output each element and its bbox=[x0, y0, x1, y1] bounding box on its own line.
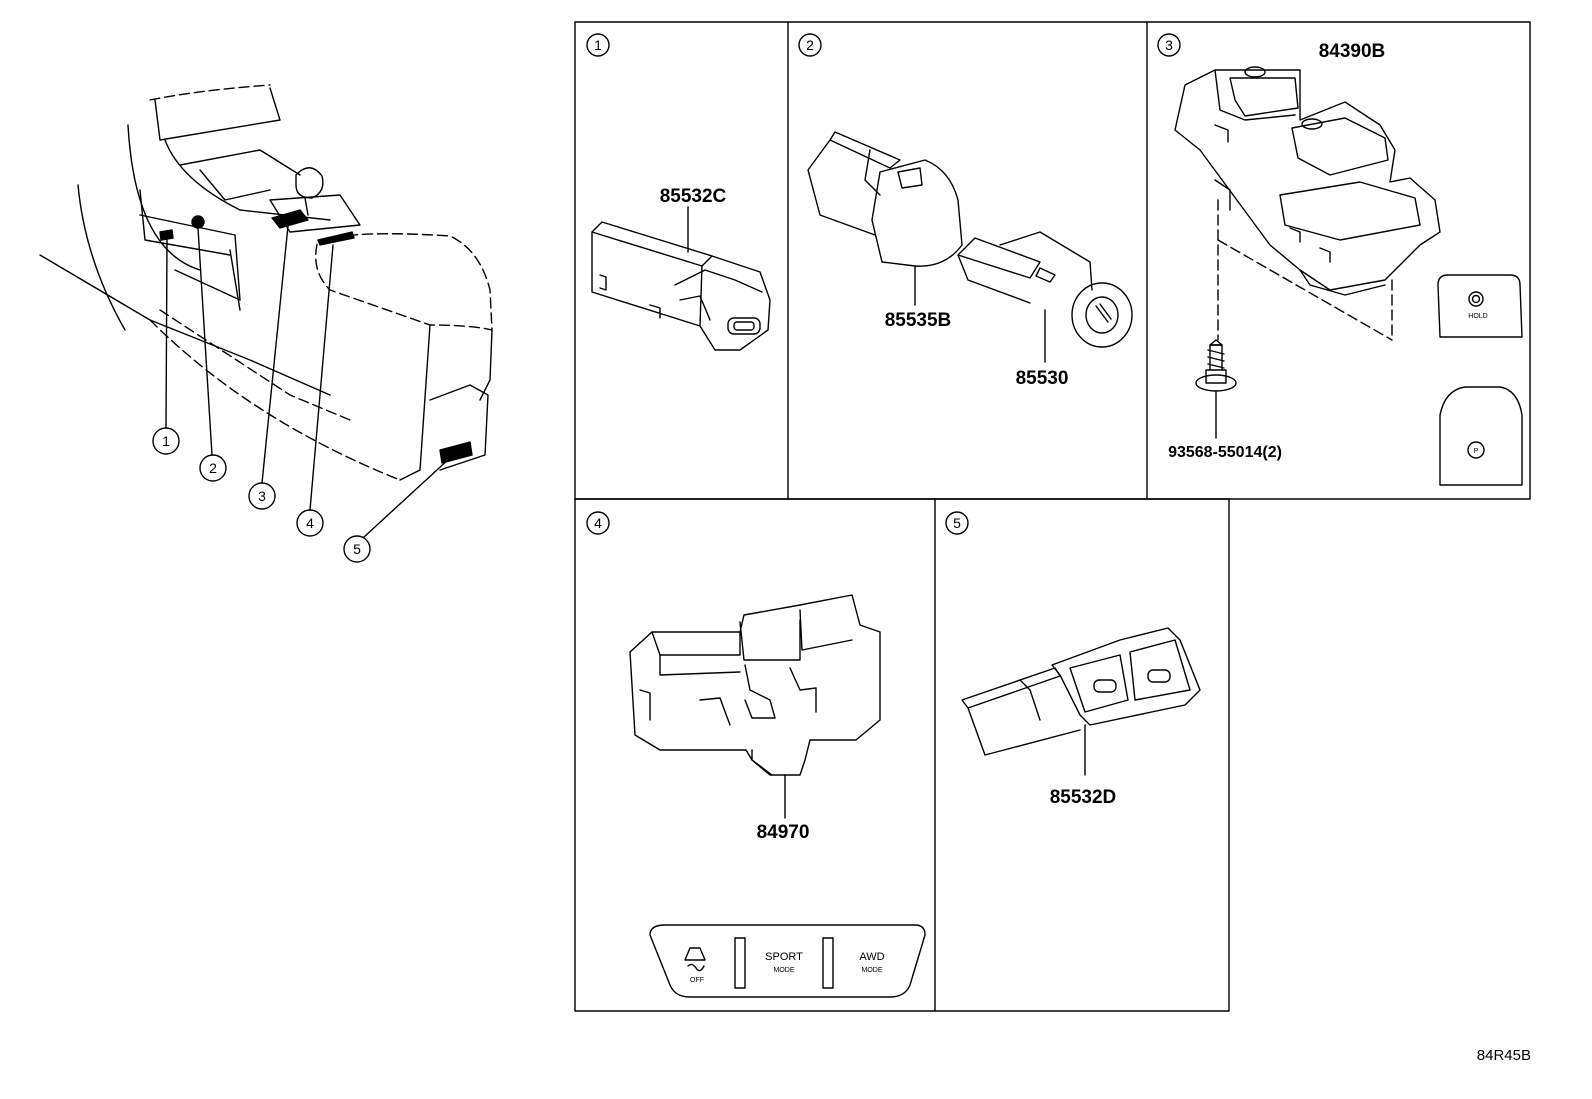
part-85532D: 85532D bbox=[1050, 787, 1117, 808]
hold-button-label: HOLD bbox=[1468, 313, 1487, 320]
part-93568-55014: 93568-55014(2) bbox=[1168, 444, 1282, 461]
parking-brake-switch-illustration bbox=[1174, 66, 1523, 486]
panel-3-index: 3 bbox=[1165, 37, 1173, 53]
console-overview bbox=[39, 84, 493, 563]
part-85530: 85530 bbox=[1016, 368, 1069, 389]
callout-1: 1 bbox=[162, 433, 170, 449]
usb-socket-illustration bbox=[591, 206, 771, 351]
callout-5: 5 bbox=[353, 541, 361, 557]
drive-mode-switch-illustration bbox=[629, 594, 926, 998]
panel-2-index: 2 bbox=[806, 37, 814, 53]
panel-frames bbox=[574, 21, 1531, 1012]
park-button-label: P bbox=[1474, 448, 1479, 455]
sport-button-label: SPORT bbox=[765, 951, 803, 963]
part-85535B: 85535B bbox=[885, 310, 952, 331]
sport-mode-label: MODE bbox=[774, 967, 795, 974]
diagram-code: 84R45B bbox=[1477, 1047, 1531, 1064]
off-button-label: OFF bbox=[690, 977, 704, 984]
panel-5-index: 5 bbox=[953, 515, 961, 531]
part-84390B: 84390B bbox=[1319, 41, 1386, 62]
callout-4: 4 bbox=[306, 515, 314, 531]
panel-1-index: 1 bbox=[594, 37, 602, 53]
callout-3: 3 bbox=[258, 488, 266, 504]
awd-mode-label: MODE bbox=[862, 967, 883, 974]
dual-usb-switch-illustration bbox=[961, 627, 1201, 776]
socket-cap-illustration bbox=[807, 131, 963, 306]
power-socket-illustration bbox=[957, 231, 1133, 363]
part-85532C: 85532C bbox=[660, 186, 727, 207]
callout-2: 2 bbox=[209, 460, 217, 476]
part-84970: 84970 bbox=[757, 822, 810, 843]
awd-button-label: AWD bbox=[859, 951, 884, 963]
panel-4-index: 4 bbox=[594, 515, 602, 531]
